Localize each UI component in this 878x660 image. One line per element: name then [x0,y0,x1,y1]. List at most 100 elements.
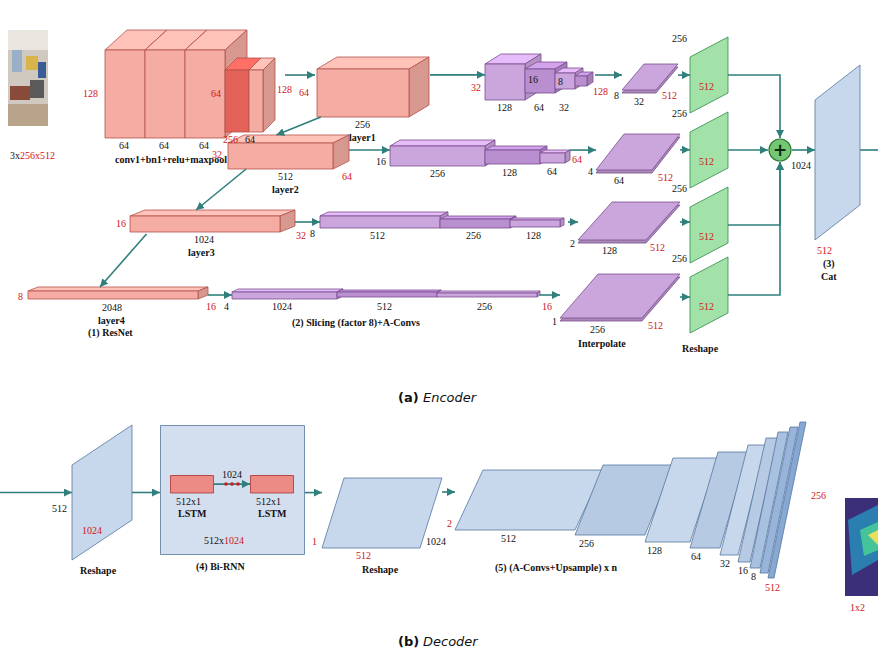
block-face [28,287,208,291]
lstm-cell: 512x1LSTM [250,475,294,523]
block-face [171,476,214,494]
block-face [320,212,448,216]
block-shape [455,420,815,610]
dimension-label: 256 [355,119,370,130]
block-face [575,76,587,86]
arrow-connector [678,74,690,76]
dimension-label: 512 [765,582,780,593]
dimension-label: 2 [447,518,452,529]
block-face [540,153,565,163]
block-face [622,64,678,90]
dimension-label: 8 [558,76,563,87]
interpolated-map: 832512 [622,60,678,96]
dimension-label: 16 [542,301,552,312]
dimension-label: 256 [466,230,481,241]
arrow-connector [305,492,322,494]
dimension-label: 1 [312,536,317,547]
sequence-dot [236,482,240,486]
block-label: Interpolate [578,338,626,349]
dimension-label: 1x2 [850,602,865,613]
dimension-label: 64 [199,140,209,151]
caption: Decoder [423,634,478,649]
block-face [537,291,540,297]
panorama-picture [26,56,38,70]
block-shape [28,287,208,303]
block-face [690,37,728,113]
dimension-label: 256x512 [20,150,55,161]
dimension-label: 512 [278,171,293,182]
block-face [409,57,429,117]
block-face [555,73,575,89]
dimension-label: 1024 [272,301,292,312]
panorama-sofa [10,86,30,100]
block-shape [485,52,595,102]
panorama-cabinet [30,80,44,98]
block-face [587,72,593,86]
dimension-label: 512 [658,172,673,183]
block-face [145,50,185,138]
slicing-block: 321281664832128 [485,52,595,102]
block-label: LSTM [178,508,206,519]
dimension-label: 256 [477,301,492,312]
caption: (b) [398,634,419,649]
dimension-label: 8 [310,228,315,239]
dimension-label: 128 [277,84,292,95]
arrow-connector [132,492,160,494]
arrow-connector [540,294,560,296]
bi-rnn-block: 512x1024(4) Bi-RNN512x1LSTM512x1LSTM [160,425,305,555]
block-label: Reshape [682,343,718,354]
dimension-label: 512x [204,535,224,546]
block-shape [690,187,728,263]
block-label: Reshape [80,565,116,576]
arrow-connector [728,75,780,138]
arrow-connector [208,294,232,296]
dimension-label: 3x [10,150,20,161]
block-shape [390,140,570,168]
block-face [690,257,728,333]
output-arrow [860,149,878,151]
dimension-label: 512 [662,90,677,101]
decoder-stack: 25122561286432168256512(5) (A-Convs+Upsa… [455,420,815,610]
dimension-label: 512x1 [176,496,201,507]
block-face [232,292,337,299]
panorama-wall [8,30,48,126]
dimension-label: 512 [699,231,714,242]
dimension-label: 512 [699,301,714,312]
arrow-connector [792,149,815,151]
dimension-label: 64 [691,551,701,562]
arrow-connector [196,169,246,210]
dimension-label: 512 [501,533,516,544]
dimension-label: 128 [83,88,98,99]
resnet-layer: 16102432layer3 [130,210,295,234]
block-face [485,146,547,150]
dimension-label: 512 [356,550,371,561]
dimension-label: 2048 [102,302,122,313]
block-shape [315,55,430,117]
arrow-connector [680,149,690,151]
reshape-panel: 256512 [690,112,728,188]
block-shape [690,112,728,188]
dimension-label: 32 [212,149,222,160]
dimension-label: 16 [528,74,538,85]
dimension-label: 1024 [426,536,446,547]
lstm-cell: 512x1LSTM [170,475,214,523]
block-label: (3) [823,258,835,269]
dimension-label: 256 [672,253,687,264]
block-face [485,150,540,164]
block-face [390,140,495,146]
block-face [525,69,555,93]
dimension-label: 64 [572,154,582,165]
dimension-label: 256 [672,33,687,44]
block-face [596,134,680,170]
arrow-connector [570,149,596,151]
block-face [225,70,249,132]
dimension-label: 8 [18,291,23,302]
slicing-block: 8512256128 [320,212,568,232]
panorama-floor [8,104,48,126]
reshape-panel: 15121024Reshape [322,478,442,548]
dimension-label: 4 [224,301,229,312]
operator-symbol: + [768,138,792,162]
panorama-door [38,62,46,78]
block-face [130,216,280,232]
dimension-label: 16 [376,156,386,167]
